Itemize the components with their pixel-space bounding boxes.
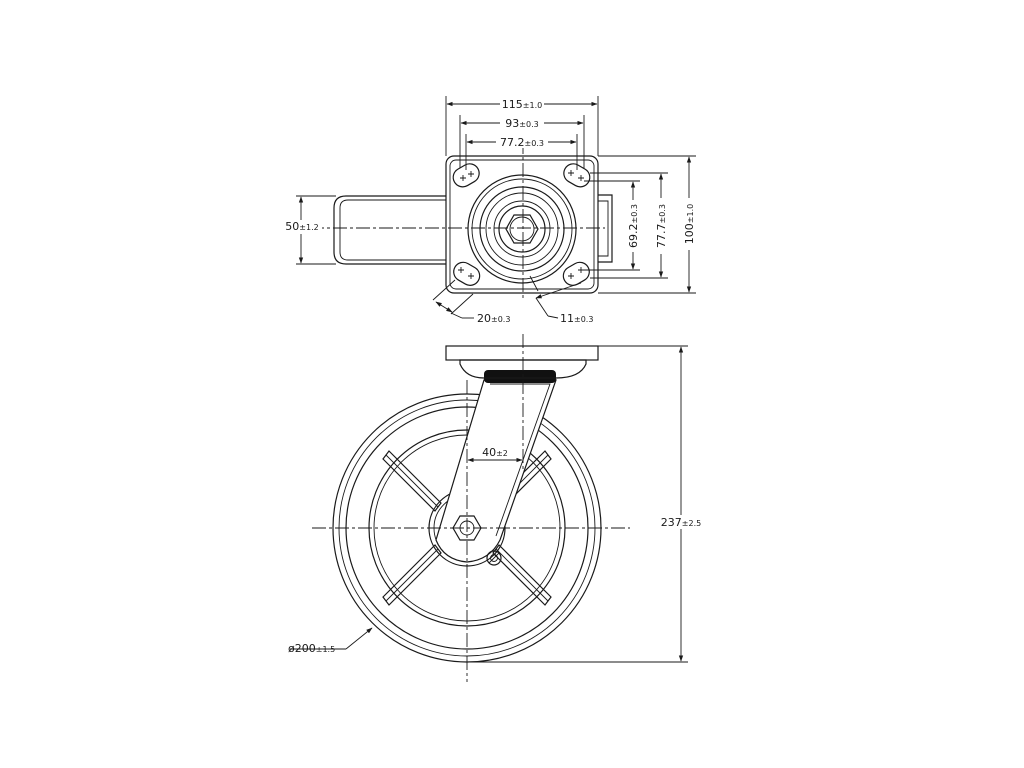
dim-237-label: 237±2.5 [661, 516, 701, 529]
grease-nipple [486, 550, 502, 566]
top-view-dimension-labels: 115±1.0 93±0.3 77.2±0.3 50±1.2 20±0.3 11… [285, 98, 696, 325]
swivel-head [459, 359, 587, 379]
top-view-dimensions [282, 96, 696, 319]
mounting-slot-top-right [563, 163, 591, 188]
dim-40-label: 40±2 [482, 446, 508, 459]
dim-77-2-label: 77.2±0.3 [500, 136, 544, 149]
side-view [312, 334, 630, 682]
mounting-slot-bottom-right [562, 261, 590, 286]
mounting-slot-bottom-left [453, 261, 481, 286]
side-view-dimensions [290, 345, 710, 663]
top-plate [445, 155, 599, 294]
kingpin-bearing [467, 174, 577, 284]
swivel-bearing-ring [484, 370, 556, 383]
wheel-top-outline [333, 195, 446, 265]
dim-50-label: 50±1.2 [285, 220, 318, 233]
top-plate-side [445, 345, 599, 361]
dim-115-label: 115±1.0 [502, 98, 542, 111]
top-view [310, 140, 613, 300]
dim-11-label: 11±0.3 [560, 312, 593, 325]
dim-77-7-label: 77.7±0.3 [655, 204, 668, 248]
dim-100-label: 100±1.0 [683, 204, 696, 244]
dim-93-label: 93±0.3 [505, 117, 538, 130]
dim-69-2-label: 69.2±0.3 [627, 204, 640, 248]
mounting-slot-top-left [452, 163, 480, 188]
wheel-stub-right [598, 194, 613, 263]
side-view-dimension-labels: 40±2 237±2.5 ø200±1.5 [288, 446, 701, 655]
kingpin-nut [505, 214, 539, 244]
dim-20-label: 20±0.3 [477, 312, 510, 325]
dim-200-label: ø200±1.5 [288, 642, 335, 655]
